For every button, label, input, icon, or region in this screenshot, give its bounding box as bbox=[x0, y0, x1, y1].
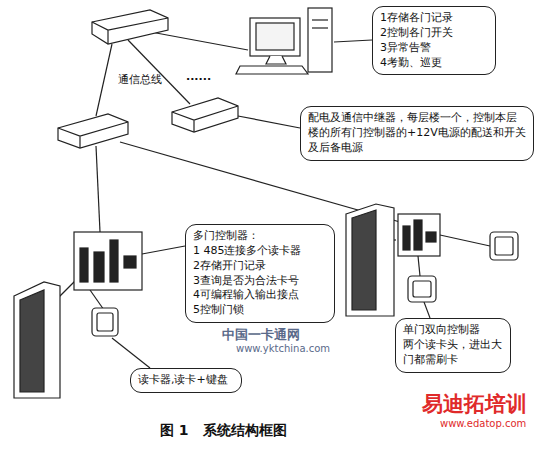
callout-text: 2控制各门开关 bbox=[380, 26, 488, 41]
callout-box: 多门控制器：1 485连接多个读卡器2存储开门记录3查询是否为合法卡号4可编程输… bbox=[185, 224, 335, 323]
callout-text: 4可编程输入输出接点 bbox=[193, 288, 327, 303]
callout-text: 5控制门锁 bbox=[193, 303, 327, 318]
callout-box: 配电及通信中继器，每层楼一个，控制本层楼的所有门控制器的+12V电源的配送和开关… bbox=[300, 106, 534, 161]
watermark: 中国一卡通网 bbox=[222, 326, 300, 344]
callout-box: 1存储各门记录2控制各门开关3异常告警4考勤、巡更 bbox=[372, 6, 496, 75]
callout-text: 3查询是否为合法卡号 bbox=[193, 274, 327, 289]
callout-box: 单门双向控制器两个读卡头，进出大门都需刷卡 bbox=[395, 318, 511, 373]
callout-text: 3异常告警 bbox=[380, 41, 488, 56]
callout-heading: 单门双向控制器 bbox=[403, 323, 503, 338]
watermark: 易迪拓培训 bbox=[422, 390, 527, 418]
watermark: www.edatop.com bbox=[440, 418, 526, 429]
watermark: www.yktchina.com bbox=[236, 343, 330, 354]
callout-text: 两个读卡头，进出大门都需刷卡 bbox=[403, 338, 503, 368]
bus-label: 通信总线 bbox=[118, 72, 162, 87]
ellipsis-mark: ...... bbox=[186, 70, 211, 83]
callout-text: 4考勤、巡更 bbox=[380, 56, 488, 71]
callout-box: 读卡器,读卡+键盘 bbox=[130, 368, 242, 393]
callout-heading: 配电及通信中继器，每层楼一个，控制本层楼的所有门控制器的+12V电源的配送和开关… bbox=[308, 111, 526, 156]
callout-text: 1 485连接多个读卡器 bbox=[193, 244, 327, 259]
callout-text: 2存储开门记录 bbox=[193, 259, 327, 274]
callout-heading: 多门控制器： bbox=[193, 229, 327, 244]
callout-heading: 1存储各门记录 bbox=[380, 11, 488, 26]
figure-caption: 图 1 系统结构框图 bbox=[160, 422, 287, 440]
callout-heading: 读卡器,读卡+键盘 bbox=[138, 373, 234, 388]
